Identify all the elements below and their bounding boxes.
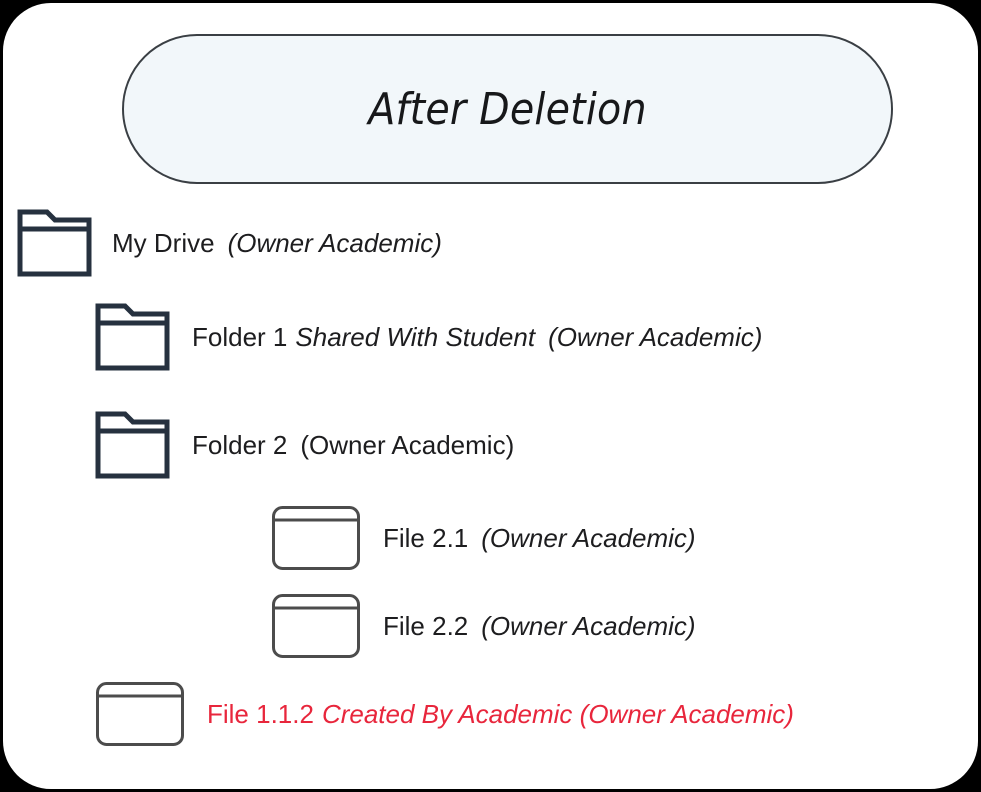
- diagram-card: After Deletion My Drive(Owner Academic) …: [3, 3, 978, 789]
- tree-row[interactable]: File 2.1 (Owner Academic): [271, 505, 696, 571]
- file-icon: [272, 594, 360, 658]
- file-icon: [96, 682, 184, 746]
- tree-row-qualifier: Created By Academic (Owner Academic): [321, 699, 794, 729]
- folder-icon-wrap[interactable]: [95, 303, 170, 371]
- tree-row-name: Folder 2: [192, 430, 288, 460]
- tree-row-name: Folder 1: [192, 322, 288, 352]
- tree-row-name: File 2.2: [383, 611, 469, 641]
- tree-row-owner: (Owner Academic): [481, 611, 696, 641]
- page-title: After Deletion: [368, 83, 647, 135]
- tree-row-label: Folder 2 (Owner Academic): [192, 432, 514, 458]
- tree-row-name: File 2.1: [383, 523, 469, 553]
- tree-row-owner: (Owner Academic): [481, 523, 696, 553]
- tree-row-owner: (Owner Academic): [548, 322, 763, 352]
- folder-icon: [95, 303, 170, 371]
- tree-row-owner: (Owner Academic): [300, 430, 515, 460]
- tree-row-name: My Drive: [112, 228, 215, 258]
- folder-icon: [95, 411, 170, 479]
- file-icon-wrap[interactable]: [271, 505, 361, 571]
- tree-row-qualifier: Shared With Student: [295, 322, 536, 352]
- tree-row[interactable]: Folder 2 (Owner Academic): [95, 411, 514, 479]
- tree-row-owner: (Owner Academic): [227, 228, 442, 258]
- title-banner: After Deletion: [122, 34, 893, 184]
- tree-row-label: File 2.1 (Owner Academic): [383, 525, 696, 551]
- tree-row-name: File 1.1.2: [207, 699, 314, 729]
- folder-icon: [17, 209, 92, 277]
- tree-row[interactable]: My Drive (Owner Academic): [17, 209, 442, 277]
- file-icon: [272, 506, 360, 570]
- tree-row-label: My Drive (Owner Academic): [112, 230, 442, 256]
- tree-row-label: File 2.2 (Owner Academic): [383, 613, 696, 639]
- file-icon-wrap[interactable]: [271, 593, 361, 659]
- file-icon-wrap[interactable]: [95, 681, 185, 747]
- tree-row[interactable]: File 2.2 (Owner Academic): [271, 593, 696, 659]
- folder-icon-wrap[interactable]: [17, 209, 92, 277]
- folder-icon-wrap[interactable]: [95, 411, 170, 479]
